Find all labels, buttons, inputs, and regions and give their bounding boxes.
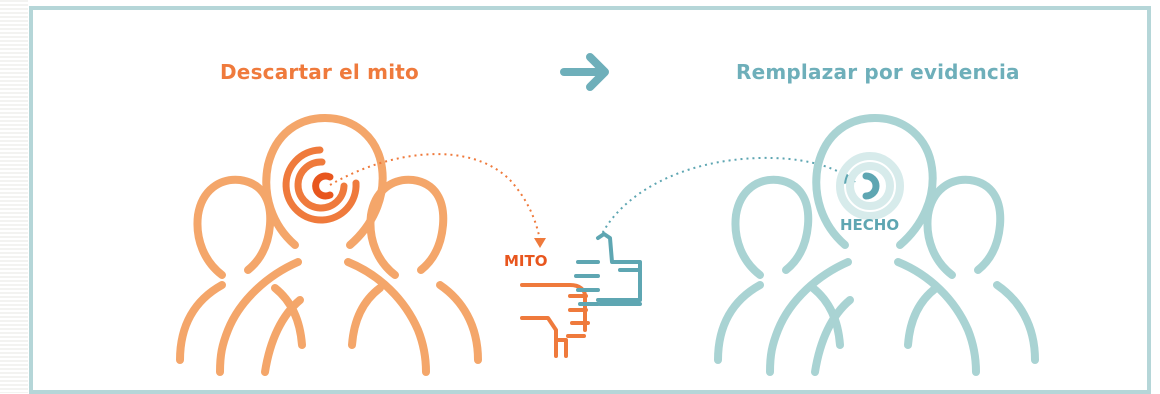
myth-label: MITO (504, 252, 548, 270)
target-rings (282, 146, 360, 224)
right-people-group (714, 114, 1039, 376)
person-right-center-large-icon (766, 114, 980, 376)
person-center-large-icon (216, 114, 430, 376)
left-title: Descartar el mito (220, 60, 419, 84)
fact-label: HECHO (840, 216, 899, 234)
dotted-arrow-to-fact (599, 156, 851, 239)
right-title: Remplazar por evidencia (736, 60, 1020, 84)
background-stripes (0, 0, 28, 393)
fact-glow (836, 152, 904, 220)
person-right-small-icon (348, 175, 482, 364)
fact-c-icon (862, 172, 880, 200)
left-people-group (176, 114, 482, 376)
thumbs-up-icon (574, 232, 642, 306)
dotted-arrow-to-myth (329, 153, 541, 241)
arrow-right-icon (560, 53, 609, 91)
person-right-left-small-icon (714, 175, 844, 364)
thumbs-down-icon (520, 283, 590, 358)
person-right-right-small-icon (904, 175, 1039, 364)
myth-c-icon (312, 172, 334, 200)
